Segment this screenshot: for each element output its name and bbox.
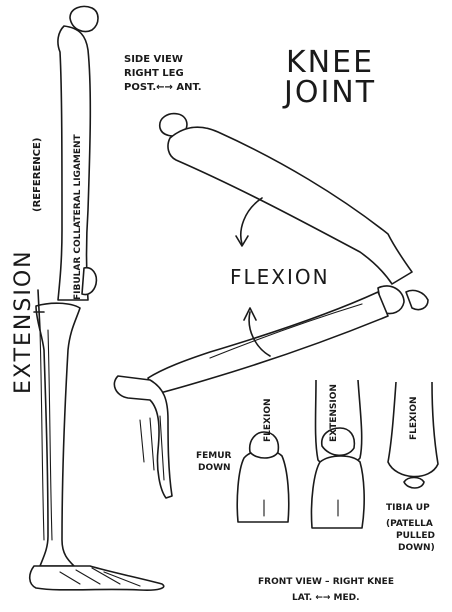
label-small-flexion-1: FLEXION [263, 398, 273, 442]
label-extension: EXTENSION [11, 249, 36, 394]
label-patella-1: (PATELLA [386, 519, 433, 529]
side-view-line3: POST.←→ ANT. [124, 82, 202, 93]
label-lat-med: LAT. ←→ MED. [292, 593, 360, 603]
label-femur-down-1: FEMUR [196, 451, 232, 461]
side-view-line1: SIDE VIEW [124, 54, 183, 65]
label-front-view: FRONT VIEW – RIGHT KNEE [258, 577, 394, 587]
label-patella-2: PULLED [396, 531, 435, 541]
label-small-flexion-2: FLEXION [409, 396, 419, 440]
label-small-extension: EXTENSION [329, 384, 339, 442]
side-view-line2: RIGHT LEG [124, 68, 184, 79]
label-fibular-ligament: FIBULAR COLLATERAL LIGAMENT [73, 133, 83, 300]
label-flexion-main: FLEXION [230, 265, 330, 289]
front-view-knee-flexion [237, 432, 289, 522]
label-tibia-up: TIBIA UP [386, 503, 430, 513]
title-joint: JOINT [282, 75, 376, 110]
label-patella-3: DOWN) [398, 543, 435, 553]
label-reference: (REFERENCE) [32, 138, 43, 212]
label-femur-down-2: DOWN [198, 463, 231, 473]
extended-leg-drawing [30, 6, 164, 590]
